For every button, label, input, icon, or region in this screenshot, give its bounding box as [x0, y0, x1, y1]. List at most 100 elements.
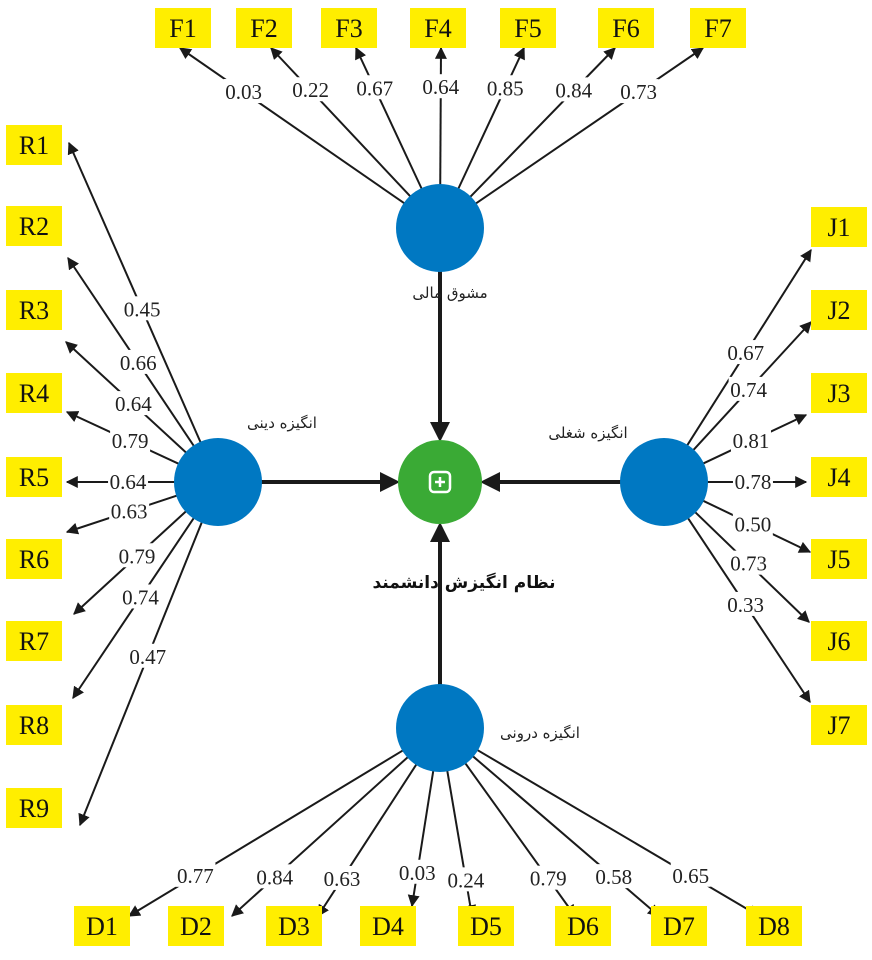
indicator-box — [360, 906, 416, 946]
weight-label-bg — [175, 862, 216, 887]
weight-label-bg — [528, 865, 569, 890]
indicator-box — [74, 906, 130, 946]
plus-square-icon — [428, 470, 452, 494]
indicator-box — [651, 906, 707, 946]
indicator-arrow-d3 — [317, 761, 420, 918]
indicator-box — [811, 621, 867, 661]
indicator-label: R2 — [19, 212, 49, 241]
indicator-arrow-f6 — [467, 47, 616, 201]
latent-circle — [620, 438, 708, 526]
indicator-box — [321, 8, 377, 48]
indicator-label: F1 — [169, 14, 196, 43]
weight-value: 0.03 — [225, 80, 262, 104]
indicator-f4: F4 — [410, 8, 466, 48]
indicator-box — [6, 539, 62, 579]
indicator-f6: F6 — [598, 8, 654, 48]
indicator-arrow-r1 — [67, 141, 203, 446]
weight-label-f7: 0.73 — [618, 79, 659, 104]
indicator-f2: F2 — [236, 8, 292, 48]
weight-label-bg — [485, 75, 526, 100]
indicator-label: D4 — [372, 912, 404, 941]
indicator-arrow-d1 — [127, 747, 407, 917]
weight-label-bg — [122, 296, 163, 321]
weight-label-bg — [109, 498, 150, 523]
indicator-j6: J6 — [811, 621, 867, 661]
weight-value: 0.50 — [734, 513, 771, 537]
weight-label-r5: 0.64 — [108, 469, 149, 494]
weight-label-j6: 0.73 — [728, 550, 769, 576]
weight-value: 0.73 — [730, 552, 767, 576]
indicator-label: J6 — [827, 627, 850, 656]
indicator-r9: R9 — [6, 788, 62, 828]
weight-label-f6: 0.84 — [553, 77, 594, 102]
indicator-label: D3 — [278, 912, 310, 941]
indicator-box — [500, 8, 556, 48]
indicator-d1: D1 — [74, 906, 130, 946]
indicator-arrow-r9 — [78, 518, 204, 827]
indicator-f5: F5 — [500, 8, 556, 48]
weight-value: 0.63 — [324, 867, 361, 891]
indicator-label: R9 — [19, 794, 49, 823]
weight-label-r8: 0.74 — [120, 584, 161, 609]
weight-value: 0.45 — [124, 297, 161, 321]
indicator-arrow-d4 — [407, 767, 435, 908]
indicator-box — [811, 457, 867, 497]
weight-label-j5: 0.50 — [732, 511, 773, 537]
weight-label-f5: 0.85 — [485, 75, 526, 100]
indicator-j2: J2 — [811, 290, 867, 330]
weight-value: 0.84 — [555, 78, 592, 102]
central-construct: نظام انگیزش دانشمند — [372, 440, 556, 593]
weight-label-bg — [354, 75, 395, 100]
weight-label-f3: 0.67 — [354, 75, 395, 100]
indicator-label: D7 — [663, 912, 695, 941]
indicator-box — [6, 621, 62, 661]
weight-label-f1: 0.03 — [223, 79, 264, 104]
indicator-d4: D4 — [360, 906, 416, 946]
indicator-label: R5 — [19, 463, 49, 492]
weight-value: 0.85 — [487, 76, 524, 100]
weight-label-bg — [108, 469, 149, 493]
weight-value: 0.84 — [256, 865, 293, 889]
weight-label-bg — [223, 79, 264, 104]
weight-value: 0.74 — [122, 585, 159, 609]
weight-value: 0.47 — [129, 645, 166, 669]
weight-value: 0.58 — [595, 865, 632, 889]
weight-value: 0.65 — [672, 864, 709, 888]
indicator-r3: R3 — [6, 290, 62, 330]
indicator-label: D6 — [567, 912, 599, 941]
indicator-label: D1 — [86, 912, 118, 941]
indicator-label: R6 — [19, 545, 49, 574]
weight-label-bg — [725, 340, 766, 365]
weight-label-bg — [732, 511, 773, 536]
indicator-label: J2 — [827, 296, 850, 325]
weight-value: 0.78 — [735, 470, 772, 494]
weight-label-bg — [116, 543, 157, 568]
weight-value: 0.33 — [727, 593, 764, 617]
weight-label-d5: 0.24 — [445, 867, 486, 892]
weight-label-d4: 0.03 — [397, 859, 438, 885]
indicator-box — [555, 906, 611, 946]
indicator-label: R1 — [19, 131, 49, 160]
weight-label-bg — [725, 591, 766, 616]
latent-node-internal: انگیزه درونی — [396, 684, 580, 772]
indicator-d5: D5 — [458, 906, 514, 946]
weight-label-bg — [728, 550, 769, 575]
weight-label-bg — [113, 391, 154, 416]
weight-value: 0.79 — [530, 867, 567, 891]
indicator-j7: J7 — [811, 705, 867, 745]
latent-node-financial: مشوق مالی — [396, 184, 488, 302]
indicator-box — [458, 906, 514, 946]
weight-label-d8: 0.65 — [670, 862, 711, 888]
indicator-d7: D7 — [651, 906, 707, 946]
weight-value: 0.79 — [119, 544, 156, 568]
indicator-label: D2 — [180, 912, 212, 941]
indicator-arrow-f2 — [270, 47, 414, 200]
indicator-d2: D2 — [168, 906, 224, 946]
weight-label-bg — [618, 79, 659, 104]
weight-label-r6: 0.63 — [109, 498, 150, 523]
weight-label-j2: 0.74 — [728, 376, 769, 402]
